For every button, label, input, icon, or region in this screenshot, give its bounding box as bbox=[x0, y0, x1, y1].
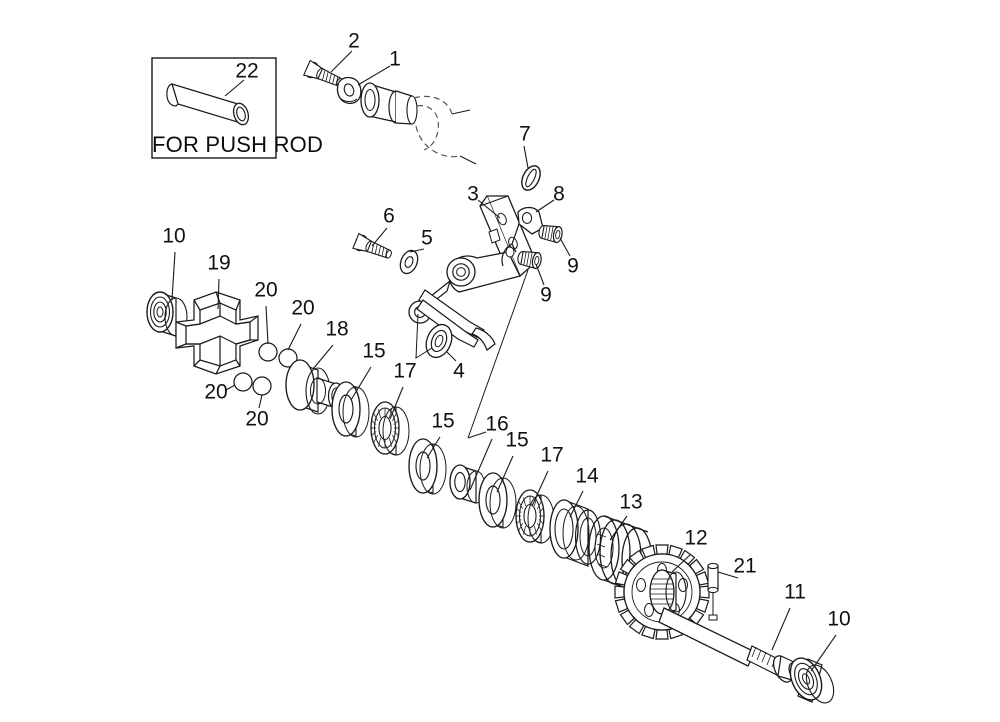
part-9-set-screw-upper bbox=[537, 222, 564, 244]
part-number-label-9: 9 bbox=[540, 283, 552, 307]
part-19-cross-cam-retainer bbox=[175, 291, 259, 375]
part-17-thrust-needle-bearing-b bbox=[515, 489, 555, 544]
part-number-label-3: 3 bbox=[467, 182, 479, 206]
part-20-steel-ball-d bbox=[252, 376, 272, 396]
release-cylinder-boss bbox=[360, 82, 418, 125]
part-number-label-1: 1 bbox=[389, 47, 401, 71]
part-10-ball-bearing-left bbox=[146, 291, 188, 337]
part-14-spring-seat bbox=[549, 499, 602, 567]
part-1-retainer-plate bbox=[336, 76, 362, 105]
part-11-drive-shaft bbox=[658, 607, 804, 683]
part-15-thrust-washer-a bbox=[331, 381, 370, 438]
part-number-label-12: 12 bbox=[684, 526, 708, 550]
part-number-label-14: 14 bbox=[575, 464, 599, 488]
part-number-label-22: 22 bbox=[235, 59, 259, 83]
part-21-dowel-pin bbox=[707, 562, 719, 621]
part-number-label-20: 20 bbox=[204, 380, 228, 404]
part-20-steel-ball-c bbox=[233, 372, 253, 392]
part-number-label-15: 15 bbox=[505, 428, 529, 452]
part-number-label-4: 4 bbox=[453, 359, 465, 383]
part-6-flange-bolt bbox=[352, 232, 395, 264]
part-number-label-17: 17 bbox=[393, 359, 417, 383]
part-3-release-lever-arm bbox=[408, 195, 537, 351]
for-push-rod-callout-box bbox=[151, 57, 277, 159]
part-number-label-19: 19 bbox=[207, 251, 231, 275]
part-number-label-2: 2 bbox=[348, 29, 360, 53]
part-12-drive-gear bbox=[614, 544, 710, 640]
part-22-push-rod bbox=[166, 83, 250, 126]
part-number-label-13: 13 bbox=[619, 490, 643, 514]
part-number-label-10: 10 bbox=[162, 224, 186, 248]
part-number-label-20: 20 bbox=[245, 407, 269, 431]
part-15-thrust-washer-c bbox=[478, 472, 517, 529]
part-number-label-15: 15 bbox=[362, 339, 386, 363]
part-number-label-21: 21 bbox=[733, 554, 757, 578]
part-number-label-16: 16 bbox=[485, 412, 509, 436]
part-number-label-9: 9 bbox=[567, 254, 579, 278]
part-number-label-8: 8 bbox=[553, 182, 565, 206]
part-number-label-11: 11 bbox=[784, 580, 806, 604]
callout-box-caption: FOR PUSH ROD bbox=[152, 132, 324, 157]
part-number-label-5: 5 bbox=[421, 226, 433, 250]
part-number-label-20: 20 bbox=[254, 278, 278, 302]
part-20-steel-ball-a bbox=[258, 342, 278, 362]
part-number-label-18: 18 bbox=[325, 317, 349, 341]
part-number-label-6: 6 bbox=[383, 204, 395, 228]
part-number-label-7: 7 bbox=[519, 122, 531, 146]
housing-phantom-outline bbox=[413, 95, 461, 158]
part-number-label-15: 15 bbox=[431, 409, 455, 433]
part-15-thrust-washer-b bbox=[408, 438, 447, 495]
part-number-label-17: 17 bbox=[540, 443, 564, 467]
part-4-bushing bbox=[425, 323, 453, 359]
part-5-washer bbox=[399, 249, 419, 275]
part-7-oil-seal bbox=[521, 165, 541, 191]
part-10-ball-bearing-right bbox=[789, 657, 835, 704]
part-17-thrust-needle-bearing-a bbox=[370, 401, 410, 456]
part-number-label-10: 10 bbox=[827, 607, 851, 631]
part-number-label-20: 20 bbox=[291, 296, 315, 320]
part-8-lever-clip bbox=[501, 206, 544, 267]
part-16-spacer-bushing bbox=[449, 464, 486, 504]
